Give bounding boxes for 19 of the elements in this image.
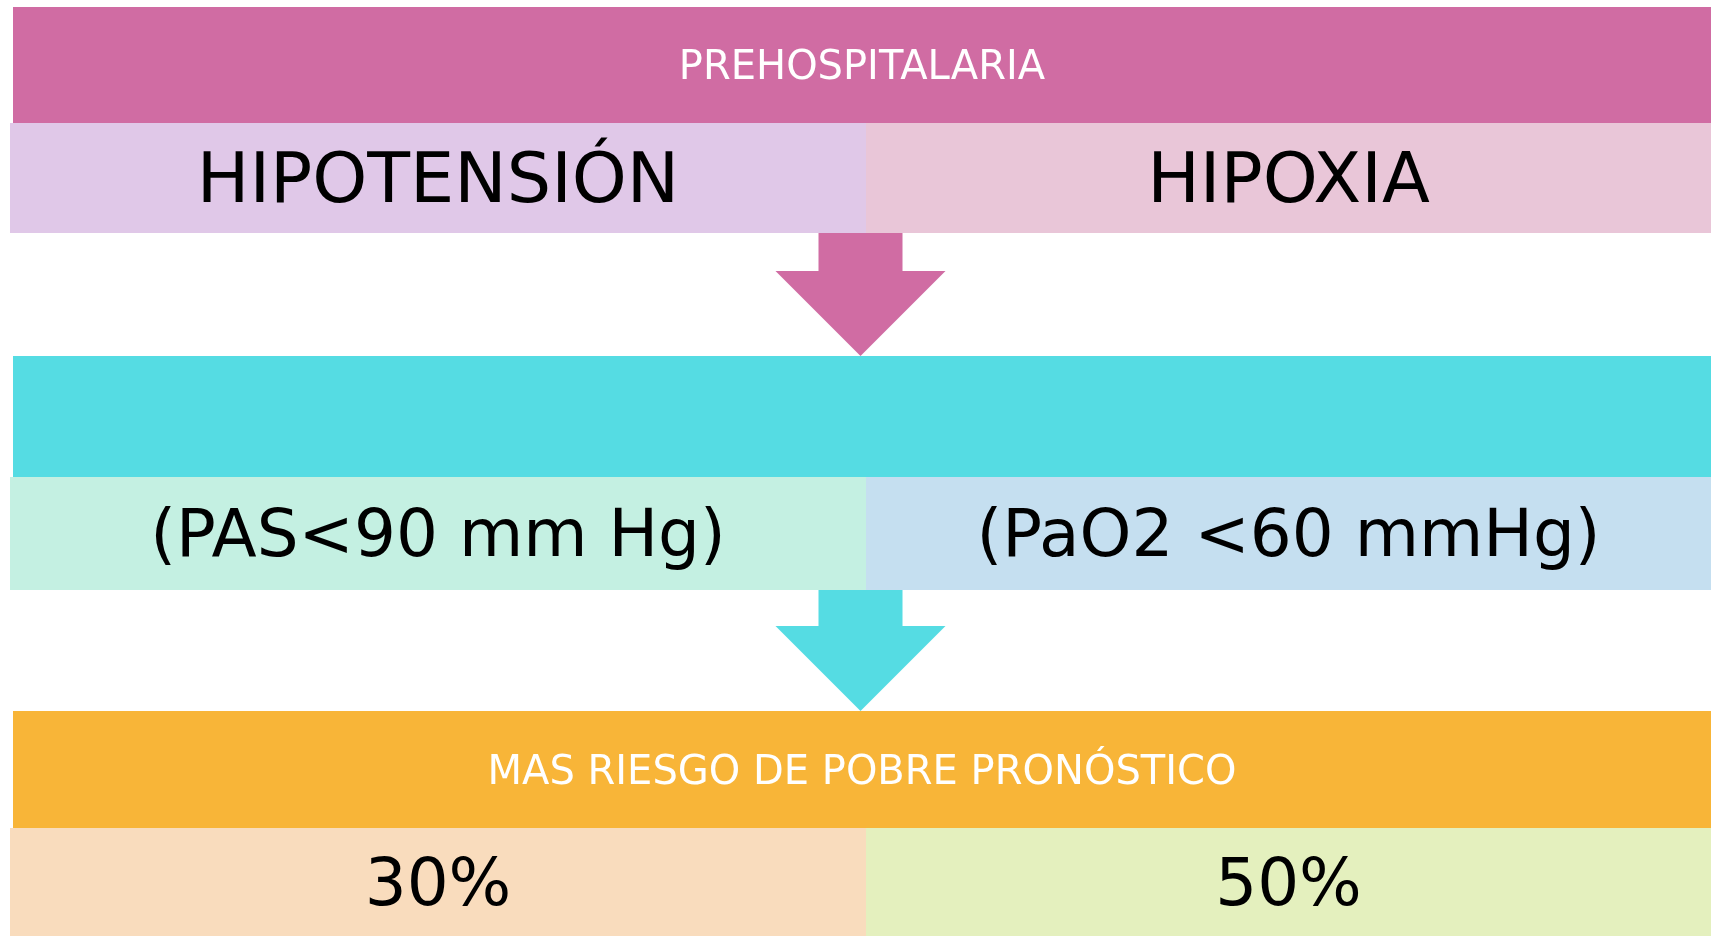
empty-band: [13, 356, 1711, 477]
category-cell: [866, 123, 1711, 233]
label-text: HIPOTENSIÓN: [196, 137, 680, 219]
criterion-cell: [866, 477, 1711, 590]
block-arrow: [775, 233, 946, 356]
label-text: (PAS<90 mm Hg): [150, 495, 726, 572]
percentage-cell: [866, 828, 1711, 936]
header-band: [13, 7, 1711, 123]
label-text: PREHOSPITALARIA: [678, 42, 1046, 88]
percentage-cell: [10, 828, 866, 936]
label-text: 50%: [1215, 843, 1362, 921]
label-text: 30%: [364, 843, 512, 921]
block-arrow: [775, 590, 946, 711]
label-text: MAS RIESGO DE POBRE PRONÓSTICO: [487, 746, 1237, 793]
category-cell: [10, 123, 866, 233]
label-text: (PaO2 <60 mmHg): [976, 495, 1601, 572]
label-text: HIPOXIA: [1147, 137, 1430, 219]
result-band: [13, 711, 1711, 828]
criterion-cell: [10, 477, 866, 590]
